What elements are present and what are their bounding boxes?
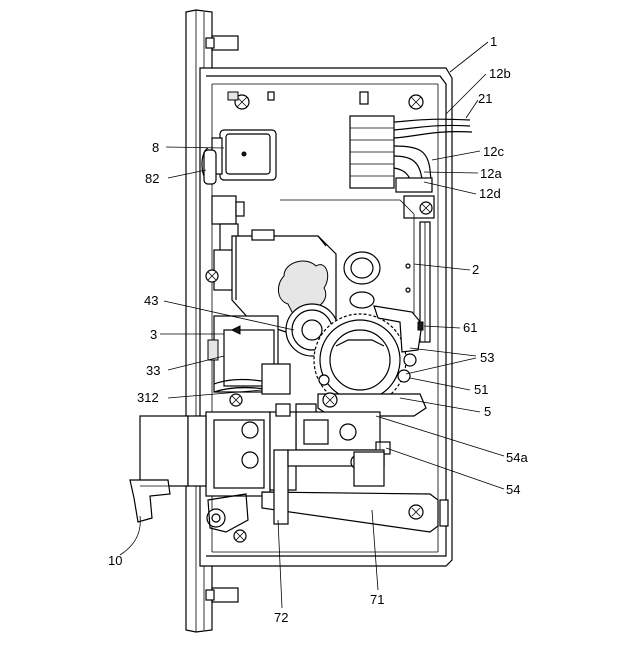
gear-slider-54 [296, 412, 390, 454]
label-53: 53 [480, 350, 494, 365]
label-21: 21 [478, 91, 492, 106]
label-3: 3 [150, 327, 157, 342]
motor-8 [202, 130, 276, 184]
label-312: 312 [137, 390, 159, 405]
label-54a: 54a [506, 450, 528, 465]
label-61: 61 [463, 320, 477, 335]
label-33: 33 [146, 363, 160, 378]
label-51: 51 [474, 382, 488, 397]
label-12c: 12c [483, 144, 504, 159]
label-2: 2 [472, 262, 479, 277]
label-82: 82 [145, 171, 159, 186]
label-12d: 12d [479, 186, 501, 201]
label-12b: 12b [489, 66, 511, 81]
label-1: 1 [490, 34, 497, 49]
label-5: 5 [484, 404, 491, 419]
label-43: 43 [144, 293, 158, 308]
label-12a: 12a [480, 166, 502, 181]
label-72: 72 [274, 610, 288, 625]
label-54: 54 [506, 482, 520, 497]
label-10: 10 [108, 553, 122, 568]
label-71: 71 [370, 592, 384, 607]
label-8: 8 [152, 140, 159, 155]
case-screw-top-right [409, 95, 423, 109]
